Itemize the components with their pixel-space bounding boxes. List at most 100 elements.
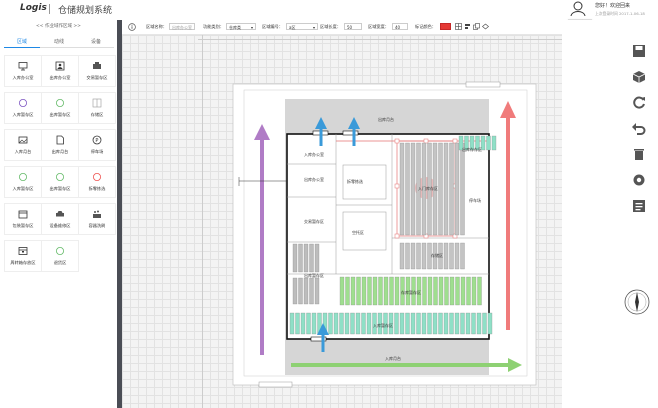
refresh-icon[interactable] xyxy=(631,94,647,110)
shelf-rack xyxy=(432,242,438,270)
shelf-rack xyxy=(443,312,449,335)
region-code-select[interactable]: a区▾ xyxy=(286,23,318,30)
box-icon xyxy=(18,210,28,219)
user-avatar-icon[interactable] xyxy=(570,0,586,17)
shelf-rack xyxy=(438,142,443,236)
region-length-label: 区域长度： xyxy=(320,24,341,29)
shelf-rack xyxy=(389,276,394,306)
undo-icon[interactable] xyxy=(631,120,647,136)
parking-icon: P xyxy=(92,135,102,145)
chevron-down-icon: ▾ xyxy=(250,25,253,30)
tile-label: 入库办公室 xyxy=(12,75,34,80)
tile-12[interactable]: 拆零拣选 xyxy=(78,166,116,198)
tile-label: 设备维修区 xyxy=(49,223,71,228)
chevron-down-icon: ▾ xyxy=(312,25,315,30)
delete-icon[interactable] xyxy=(631,146,647,162)
tile-7[interactable]: 入库月台 xyxy=(4,129,42,161)
settings-icon[interactable] xyxy=(631,172,647,188)
tile-17[interactable]: 退货区 xyxy=(41,240,79,272)
picking-box xyxy=(342,211,387,251)
color-swatch[interactable] xyxy=(440,23,451,30)
circle-marker-icon xyxy=(19,173,27,181)
transfer-box xyxy=(342,164,387,200)
label-transfer: 交易暂存区 xyxy=(304,218,324,224)
save-icon[interactable] xyxy=(631,43,647,59)
shelf-rack xyxy=(475,135,480,151)
dimension-marker xyxy=(238,177,287,186)
shelf-rack xyxy=(460,312,465,335)
property-toolbar: 区域名称： 出库办公室 功能类别： 仓库类▾ 区域编号： a区▾ 区域长度： 5… xyxy=(122,20,562,35)
selection-handles[interactable] xyxy=(394,138,458,239)
shelf-rack xyxy=(443,142,449,236)
tile-label: 出库暂存区 xyxy=(49,186,71,191)
region-width-label: 区域宽度： xyxy=(368,24,389,29)
panel-splitter[interactable] xyxy=(117,20,122,408)
tile-13[interactable]: 包装暂存区 xyxy=(4,203,42,235)
truck-box-icon xyxy=(93,62,101,69)
shelf-rack xyxy=(416,312,421,335)
tab-route[interactable]: 动线 xyxy=(53,39,64,45)
shelf-rack xyxy=(292,243,298,273)
flow-arrows xyxy=(254,101,522,372)
interior-walls xyxy=(287,134,489,275)
export-icon[interactable] xyxy=(631,198,647,214)
tile-16[interactable]: 周转箱存放区 xyxy=(4,240,42,272)
tile-6[interactable]: 存储区 xyxy=(78,92,116,124)
tile-label: 拆零拣选 xyxy=(88,186,106,191)
tile-9[interactable]: P 停车场 xyxy=(78,129,116,161)
right-toolbar xyxy=(562,20,658,408)
shelf-rack xyxy=(399,142,405,236)
align-icon[interactable] xyxy=(464,23,471,31)
shelf-rack xyxy=(350,276,356,306)
shelf-rack xyxy=(438,242,443,270)
tile-5[interactable]: 出库暂存区 xyxy=(41,92,79,124)
shelf-rack xyxy=(427,276,433,306)
tab-region[interactable]: 区域 xyxy=(4,37,40,48)
shelf-rack xyxy=(460,276,466,306)
tile-15[interactable]: 容器洗刷 xyxy=(78,203,116,235)
shelf-rack xyxy=(311,312,317,335)
monitor-icon xyxy=(18,62,28,71)
copy-icon[interactable] xyxy=(473,23,480,31)
shelf-rack xyxy=(309,243,314,273)
shelf-rack xyxy=(460,142,465,236)
shelf-rack xyxy=(477,276,482,306)
shelf-rack xyxy=(314,277,320,305)
shelf-rack xyxy=(482,312,487,335)
shelf-rack xyxy=(455,276,460,306)
tile-3[interactable]: 交易暂存区 xyxy=(78,55,116,87)
tile-2[interactable]: 出库办公室 xyxy=(41,55,79,87)
shelf-rack xyxy=(421,242,427,270)
tile-10[interactable]: 入库暂存区 xyxy=(4,166,42,198)
tile-label: 停车场 xyxy=(90,149,104,154)
shelf-rack xyxy=(366,312,372,335)
region-name-input[interactable]: 出库办公室 xyxy=(169,23,195,30)
tile-14[interactable]: 设备维修区 xyxy=(41,203,79,235)
shelf-rack xyxy=(438,312,443,335)
logo-divider xyxy=(49,4,50,14)
ruler-horizontal xyxy=(198,35,562,40)
region-name-label: 区域名称： xyxy=(146,24,167,29)
tile-4[interactable]: 入库暂存区 xyxy=(4,92,42,124)
region-width-input[interactable]: 40 xyxy=(392,23,408,30)
shelf-rack xyxy=(300,312,306,335)
shelf-rack xyxy=(306,312,311,335)
tab-equipment[interactable]: 设备 xyxy=(90,39,101,45)
layer-icon[interactable] xyxy=(482,23,489,31)
shelf-rack xyxy=(416,276,422,306)
cube-icon[interactable] xyxy=(631,69,647,85)
shelf-rack xyxy=(427,312,432,335)
tile-11[interactable]: 出库暂存区 xyxy=(41,166,79,198)
label-top-dock: 出库月台 xyxy=(378,116,394,122)
shelf-rack xyxy=(476,312,482,335)
shelf-rack xyxy=(394,276,400,306)
func-category-select[interactable]: 仓库类▾ xyxy=(226,23,256,30)
region-length-input[interactable]: 50 xyxy=(344,23,362,30)
info-icon[interactable] xyxy=(128,23,136,32)
shelf-rack xyxy=(314,243,320,273)
shelf-rack xyxy=(427,242,432,270)
shelf-rack xyxy=(298,243,303,273)
shelf-rack xyxy=(405,242,410,270)
grid-icon[interactable] xyxy=(455,23,462,31)
